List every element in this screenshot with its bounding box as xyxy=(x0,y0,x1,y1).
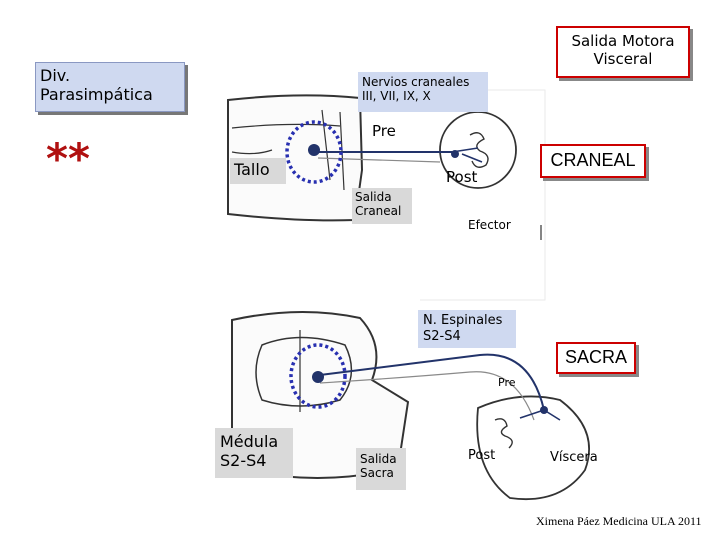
spinal-nerves-box: N. Espinales S2-S4 xyxy=(418,310,516,348)
spinal-cord-line2: S2-S4 xyxy=(220,451,267,471)
viscera-label: Víscera xyxy=(550,450,598,465)
cranial-nucleus-dot xyxy=(308,144,320,156)
brainstem-label: Tallo xyxy=(234,160,270,179)
motor-output-line2: Visceral xyxy=(593,50,653,68)
sacral-nucleus-dot xyxy=(312,371,324,383)
effector-label: Efector xyxy=(468,218,511,232)
pre-top-label: Pre xyxy=(372,122,396,140)
cranial-ganglion-dot xyxy=(451,150,459,158)
sacral-output-line1: Salida xyxy=(360,452,397,466)
division-title-line2: Parasimpática xyxy=(40,85,153,105)
emphasis-stars: ** xyxy=(46,134,90,183)
credit-text: Ximena Páez Medicina ULA 2011 xyxy=(536,514,702,528)
division-title-box: Div. Parasimpática xyxy=(35,62,185,112)
spinal-nerves-line1: N. Espinales xyxy=(423,313,503,328)
spinal-cord-line1: Médula xyxy=(220,432,279,451)
cranial-nerves-line1: Nervios craneales xyxy=(362,75,470,89)
cranial-nerves-line2: III, VII, IX, X xyxy=(362,89,431,104)
pre-bottom-label: Pre xyxy=(498,376,516,389)
cranial-output-line2: Craneal xyxy=(355,204,402,219)
spinal-cord-label-box: Médula S2-S4 xyxy=(215,428,293,478)
sacral-region-box: SACRA xyxy=(556,342,636,374)
cranial-region-box: CRANEAL xyxy=(540,144,646,178)
cranial-nucleus-ring xyxy=(285,120,343,184)
sacral-ganglion-dot xyxy=(540,406,548,414)
cranial-nerves-box: Nervios craneales III, VII, IX, X xyxy=(358,72,488,112)
cranial-effector-drawing xyxy=(420,89,546,301)
sacral-output-line2: Sacra xyxy=(360,466,394,481)
post-bottom-label: Post xyxy=(468,448,496,463)
sacral-region-label: SACRA xyxy=(564,347,627,367)
cranial-region-label: CRANEAL xyxy=(550,150,636,170)
sacral-output-box: Salida Sacra xyxy=(356,448,406,490)
motor-output-box: Salida Motora Visceral xyxy=(556,26,690,78)
sacral-nucleus-ring xyxy=(289,343,347,409)
motor-output-line1: Salida Motora xyxy=(571,32,675,50)
division-title-line1: Div. xyxy=(40,66,71,85)
spinal-nerves-line2: S2-S4 xyxy=(423,328,461,344)
cranial-output-line1: Salida xyxy=(355,190,392,204)
cranial-output-box: Salida Craneal xyxy=(352,188,412,224)
sacral-viscera-drawing xyxy=(476,395,590,501)
brainstem-label-box: Tallo xyxy=(230,158,286,184)
post-top-label: Post xyxy=(446,168,478,186)
